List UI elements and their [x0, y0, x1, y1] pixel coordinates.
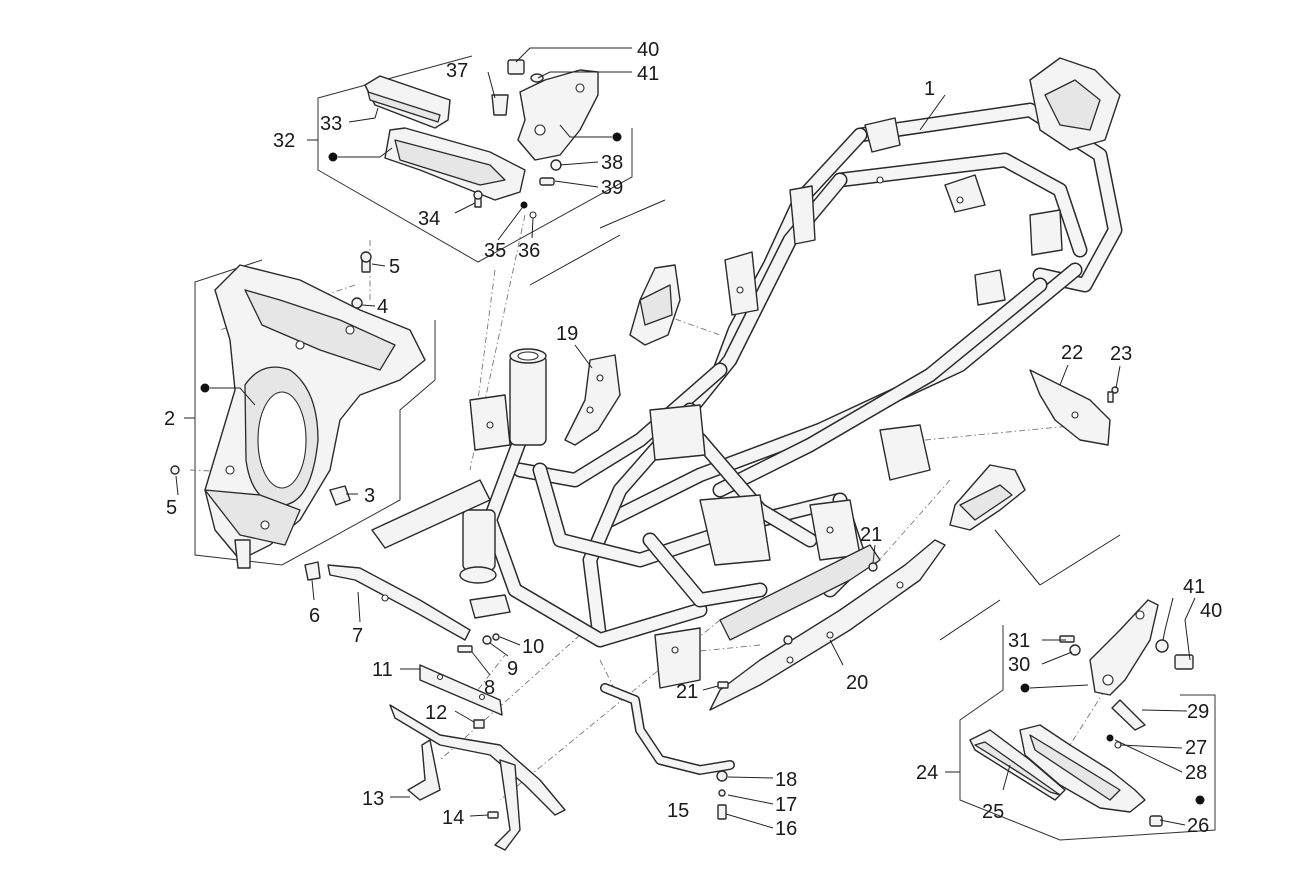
loose-footrests — [629, 264, 1026, 531]
bracket-22 — [1029, 369, 1119, 446]
callout-40-top: 40 — [637, 39, 659, 61]
callout-19: 19 — [556, 323, 578, 345]
main-frame — [371, 57, 1123, 689]
marker-dot — [612, 132, 622, 142]
callout-9: 9 — [507, 658, 518, 680]
marker-dot — [200, 383, 210, 393]
callout-16: 16 — [775, 818, 797, 840]
callout-11: 11 — [372, 659, 393, 681]
bracket-7 — [327, 564, 511, 641]
callout-22: 22 — [1061, 342, 1083, 364]
center-bracket-15 — [600, 683, 735, 820]
callout-1: 1 — [924, 78, 935, 100]
callout-38: 38 — [601, 152, 623, 174]
callout-30: 30 — [1008, 654, 1030, 676]
callout-14: 14 — [442, 807, 464, 829]
callout-5-left: 5 — [166, 497, 177, 519]
callout-33: 33 — [320, 113, 342, 135]
fasteners-left — [170, 251, 372, 581]
callout-13: 13 — [362, 788, 384, 810]
callout-40-bottom: 40 — [1200, 600, 1222, 622]
callout-4: 4 — [377, 296, 388, 318]
callout-39: 39 — [601, 177, 623, 199]
callout-7: 7 — [352, 625, 363, 647]
marker-dot — [328, 152, 338, 162]
marker-dots — [200, 132, 1205, 805]
callout-8: 8 — [484, 677, 495, 699]
leader-lines — [175, 47, 1196, 829]
group-32-outline — [317, 55, 633, 263]
callout-5-top: 5 — [389, 256, 400, 278]
callout-27: 27 — [1185, 737, 1207, 759]
footrest-rail-20 — [709, 539, 946, 711]
footrest-group-top — [364, 59, 599, 219]
callout-labels: 1 2 3 4 5 5 6 7 8 9 10 11 12 13 14 15 16… — [164, 39, 1222, 840]
callout-34: 34 — [418, 208, 440, 230]
callout-35: 35 — [484, 240, 506, 262]
footrest-group-bottom — [969, 599, 1194, 827]
marker-dot — [1195, 795, 1205, 805]
callout-21-bottom: 21 — [676, 681, 698, 703]
group-2-outline — [194, 259, 436, 566]
lower-cradle-13 — [389, 704, 566, 851]
bracket-19 — [564, 354, 621, 446]
callout-37: 37 — [446, 60, 468, 82]
callout-41-bottom: 41 — [1183, 576, 1205, 598]
callout-12: 12 — [425, 702, 447, 724]
fasteners-center — [717, 562, 878, 689]
callout-2: 2 — [164, 408, 175, 430]
marker-dot — [1020, 683, 1030, 693]
callout-28: 28 — [1185, 762, 1207, 784]
group-24-outline — [959, 625, 1216, 841]
callout-26: 26 — [1187, 815, 1209, 837]
plates-and-fasteners — [419, 633, 503, 729]
callout-31: 31 — [1008, 630, 1030, 652]
callout-21-top: 21 — [860, 524, 882, 546]
callout-25: 25 — [982, 801, 1004, 823]
callout-29: 29 — [1187, 701, 1209, 723]
callout-32: 32 — [273, 130, 295, 152]
callout-3: 3 — [364, 485, 375, 507]
group-outlines — [194, 55, 1216, 841]
front-bracket-assembly — [204, 264, 426, 569]
callout-10: 10 — [522, 636, 544, 658]
callout-24: 24 — [916, 762, 938, 784]
callout-23: 23 — [1110, 343, 1132, 365]
callout-20: 20 — [846, 672, 868, 694]
callout-36: 36 — [518, 240, 540, 262]
callout-17: 17 — [775, 794, 797, 816]
callout-41-top: 41 — [637, 63, 659, 85]
callout-6: 6 — [309, 605, 320, 627]
callout-15: 15 — [667, 800, 689, 822]
callout-18: 18 — [775, 769, 797, 791]
